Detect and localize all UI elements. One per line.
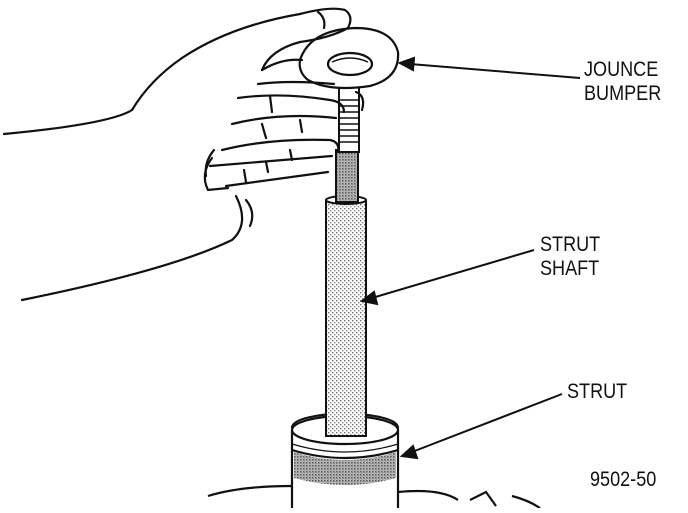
strut-shaft-label-line1: STRUT xyxy=(540,233,601,256)
jounce-bumper xyxy=(298,26,400,90)
strut-shaft-arrowhead xyxy=(359,290,379,306)
figure-number: 9502-50 xyxy=(590,468,657,491)
jounce-bumper-label-line2: BUMPER xyxy=(584,82,662,105)
jounce-bumper-leader xyxy=(409,63,581,79)
strut-shaft-leader xyxy=(371,249,535,299)
jounce-bumper-label-line1: JOUNCE xyxy=(584,58,659,81)
leader-lines xyxy=(359,56,581,460)
strut-shaft-label: STRUT SHAFT xyxy=(540,233,600,281)
strut-leader xyxy=(411,393,563,453)
hand xyxy=(2,7,365,302)
strut-body xyxy=(207,411,541,509)
strut-shaft xyxy=(325,79,367,437)
strut-arrowhead xyxy=(399,444,419,460)
jounce-bumper-label: JOUNCE BUMPER xyxy=(584,58,661,106)
strut-label: STRUT xyxy=(567,380,628,403)
strut-shaft-label-line2: SHAFT xyxy=(540,257,600,280)
jounce-bumper-arrowhead xyxy=(397,56,416,72)
